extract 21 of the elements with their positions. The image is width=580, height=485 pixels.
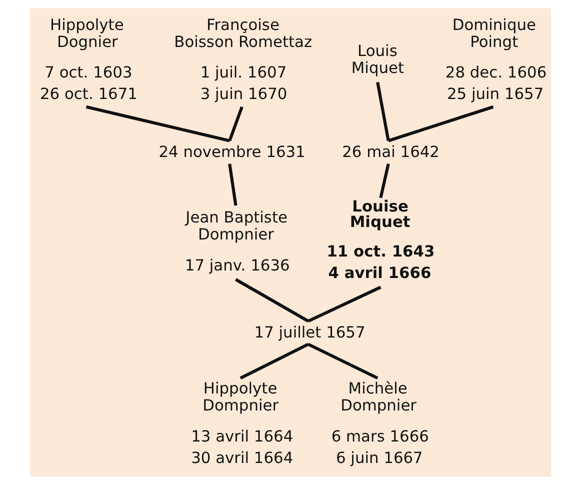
node-text: Dominique Poingt 28 dec. 1606 25 juin 1657 (444, 16, 546, 104)
node-text: Hippolyte Dompnier 13 avril 1664 30 avril 1664 (190, 380, 293, 467)
node-text: 17 juillet 1657 (254, 323, 365, 342)
connector (307, 342, 378, 380)
connector (387, 105, 494, 142)
connector (378, 164, 390, 198)
connector (376, 82, 390, 142)
node-text: Louis Miquet (350, 42, 404, 77)
node-text: Michèle Dompnier 6 mars 1666 6 juin 1667 (330, 380, 428, 467)
connector (239, 342, 308, 380)
connector (228, 164, 237, 206)
connector (307, 286, 381, 322)
node-text: 26 mai 1642 (342, 142, 439, 161)
node-text: Jean Baptiste Dompnier 17 janv. 1636 (184, 208, 290, 274)
node-text: Louise Miquet 11 oct. 1643 4 avril 1666 (326, 198, 434, 282)
connector (228, 106, 243, 142)
connector (85, 105, 230, 142)
node-text: Hippolyte Dognier 7 oct. 1603 26 oct. 1671 (40, 16, 137, 104)
node-text: Françoise Boisson Romettaz 1 juil. 1607 3 juin 1670 (174, 16, 312, 104)
node-text: 24 novembre 1631 (158, 142, 305, 161)
connector (234, 278, 308, 322)
